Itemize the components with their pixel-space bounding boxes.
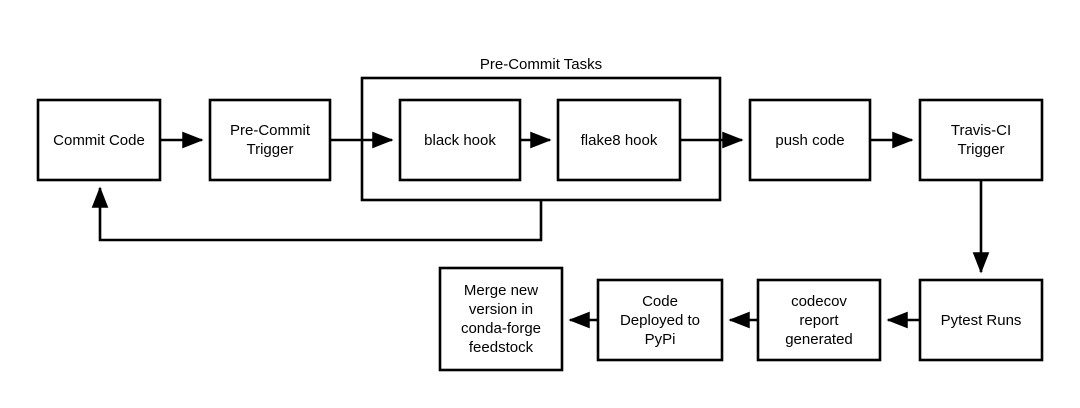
- group-title-pre-commit-tasks: Pre-Commit Tasks: [479, 56, 603, 73]
- node-code-deployed[interactable]: [596, 278, 724, 362]
- node-merge-new-version[interactable]: [438, 266, 564, 372]
- node-commit-code[interactable]: [36, 98, 162, 182]
- node-push-code[interactable]: [748, 98, 872, 182]
- node-flake8-hook[interactable]: [556, 98, 682, 182]
- node-codecov-report[interactable]: [756, 278, 882, 362]
- node-pre-commit-trigger[interactable]: [208, 98, 332, 182]
- node-pytest-runs[interactable]: [918, 278, 1044, 362]
- edge-tasks-feedback-to-commit: [91, 186, 543, 242]
- node-travis-ci-trigger[interactable]: [918, 98, 1044, 182]
- node-black-hook[interactable]: [398, 98, 522, 182]
